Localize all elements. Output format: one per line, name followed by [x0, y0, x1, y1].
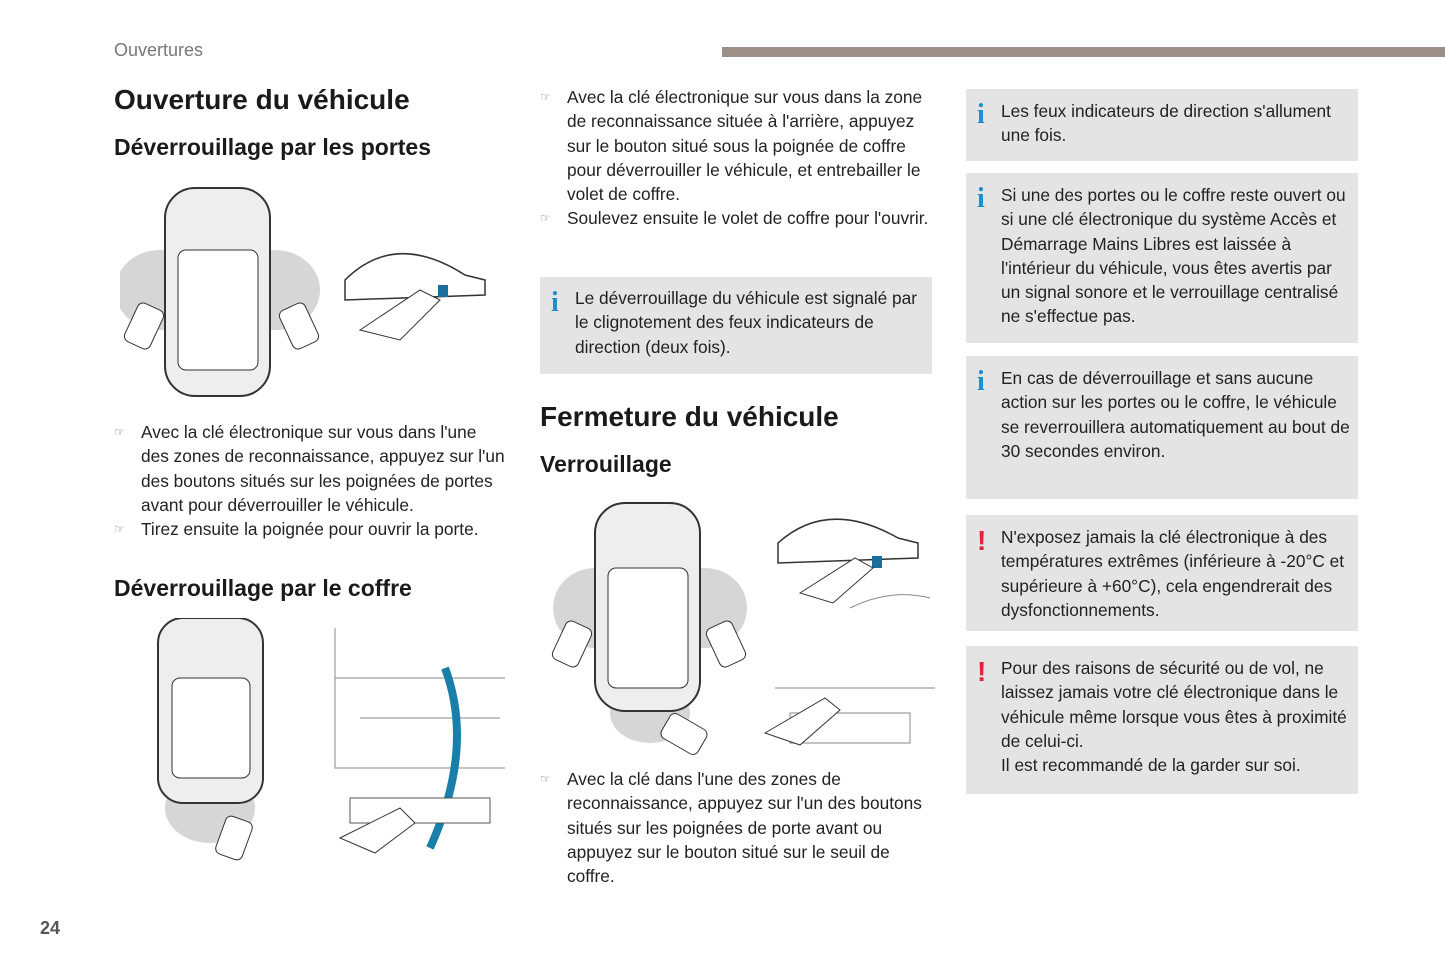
- info-icon: i: [977, 366, 985, 397]
- hand-pointer-icon: ☞: [114, 522, 125, 537]
- list-item: ☞Avec la clé électronique sur vous dans …: [540, 87, 923, 205]
- bullet-list-doors: ☞Avec la clé électronique sur vous dans …: [114, 420, 509, 541]
- info-box-unlock-signal: i Le déverrouillage du véhicule est sign…: [540, 277, 932, 374]
- title-opening: Ouverture du véhicule: [114, 84, 410, 115]
- bullet-list-locking: ☞Avec la clé dans l'une des zones de rec…: [540, 767, 935, 888]
- subtitle-locking: Verrouillage: [540, 451, 672, 477]
- header-bar: [722, 47, 1445, 57]
- page-number: 24: [40, 918, 61, 938]
- subtitle-doors: Déverrouillage par les portes: [114, 134, 432, 160]
- info-box-auto-relock: i En cas de déverrouillage et sans aucun…: [966, 356, 1358, 499]
- info-icon: i: [977, 183, 985, 214]
- bullet-list-trunk: ☞Avec la clé électronique sur vous dans …: [540, 85, 935, 231]
- illustration-door-unlock: [120, 187, 486, 397]
- title-closing: Fermeture du véhicule: [540, 401, 839, 432]
- subtitle-trunk: Déverrouillage par le coffre: [114, 575, 412, 601]
- info-icon: i: [551, 287, 559, 318]
- hand-pointer-icon: ☞: [540, 211, 551, 226]
- hand-pointer-icon: ☞: [114, 425, 125, 439]
- info-box-door-open-warning: i Si une des portes ou le coffre reste o…: [966, 173, 1358, 343]
- list-item: ☞Soulevez ensuite le volet de coffre pou…: [540, 206, 935, 230]
- list-item: ☞Avec la clé dans l'une des zones de rec…: [540, 769, 922, 887]
- warning-box-theft: ! Pour des raisons de sécurité ou de vol…: [966, 646, 1358, 794]
- illustration-trunk-unlock: [157, 618, 505, 861]
- warning-icon: !: [977, 656, 987, 687]
- info-box-indicators: i Les feux indicateurs de direction s'al…: [966, 89, 1358, 161]
- hand-pointer-icon: ☞: [540, 772, 551, 786]
- illustration-locking: [551, 502, 935, 755]
- warning-box-temperature: ! N'exposez jamais la clé électronique à…: [966, 515, 1358, 631]
- list-item: ☞Avec la clé électronique sur vous dans …: [114, 422, 505, 515]
- hand-pointer-icon: ☞: [540, 90, 551, 104]
- warning-icon: !: [977, 525, 987, 556]
- section-label: Ouvertures: [114, 40, 204, 60]
- info-icon: i: [977, 99, 985, 130]
- list-item: ☞Tirez ensuite la poignée pour ouvrir la…: [114, 517, 509, 541]
